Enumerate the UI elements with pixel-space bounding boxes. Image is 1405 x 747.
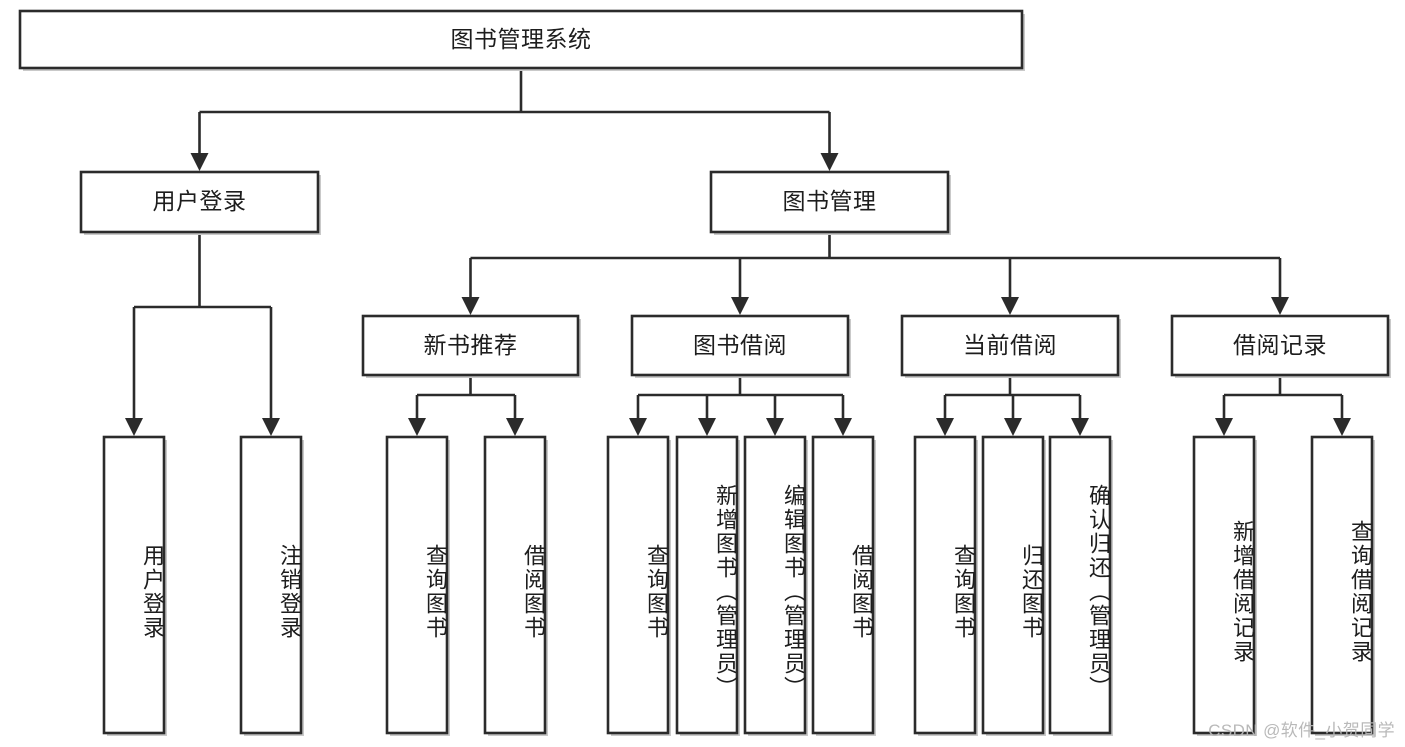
node-box-leaf-return-book[interactable] [981, 435, 1045, 735]
node-box-leaf-query-book-2[interactable] [606, 435, 670, 735]
edge-arrowhead [1071, 418, 1089, 436]
node-box-current-borrow[interactable] [900, 314, 1120, 377]
edge-arrowhead [936, 418, 954, 436]
node-box-borrow-record[interactable] [1170, 314, 1390, 377]
nodes-layer [18, 9, 1391, 736]
edge-arrowhead [834, 418, 852, 436]
edge-arrowhead [1271, 297, 1289, 315]
edge-arrowhead [262, 418, 280, 436]
node-box-leaf-add-record[interactable] [1192, 435, 1256, 735]
edge-arrowhead [698, 418, 716, 436]
node-box-book-borrow[interactable] [630, 314, 850, 377]
edge-arrowhead [1001, 297, 1019, 315]
edge-arrowhead [190, 153, 209, 171]
edge-arrowhead [125, 418, 143, 436]
node-box-leaf-borrow-book-1[interactable] [483, 435, 547, 735]
node-box-leaf-logout-login[interactable] [239, 435, 303, 735]
node-box-leaf-add-book[interactable] [675, 435, 739, 735]
node-box-leaf-edit-book[interactable] [743, 435, 807, 735]
node-box-leaf-query-record[interactable] [1310, 435, 1374, 735]
node-box-leaf-query-book-3[interactable] [913, 435, 977, 735]
node-box-leaf-query-book-1[interactable] [385, 435, 449, 735]
edge-arrowhead [461, 297, 480, 315]
node-box-leaf-borrow-book-2[interactable] [811, 435, 875, 735]
watermark: CSDN @软件_小贺同学 [1208, 721, 1395, 740]
edge-arrowhead [1004, 418, 1022, 436]
edges-layer [125, 68, 1351, 436]
node-box-leaf-confirm-return[interactable] [1048, 435, 1112, 735]
edge-arrowhead [1215, 418, 1233, 436]
edge-arrowhead [629, 418, 647, 436]
node-box-user-login[interactable] [79, 170, 320, 234]
edge-arrowhead [506, 418, 524, 436]
edge-arrowhead [820, 153, 839, 171]
edge-arrowhead [408, 418, 426, 436]
node-box-root[interactable] [18, 9, 1024, 70]
node-box-leaf-user-login[interactable] [102, 435, 166, 735]
node-box-new-book-recommend[interactable] [361, 314, 580, 377]
edge-arrowhead [731, 297, 749, 315]
node-box-book-manage[interactable] [709, 170, 950, 234]
edge-arrowhead [1333, 418, 1351, 436]
edge-arrowhead [766, 418, 784, 436]
